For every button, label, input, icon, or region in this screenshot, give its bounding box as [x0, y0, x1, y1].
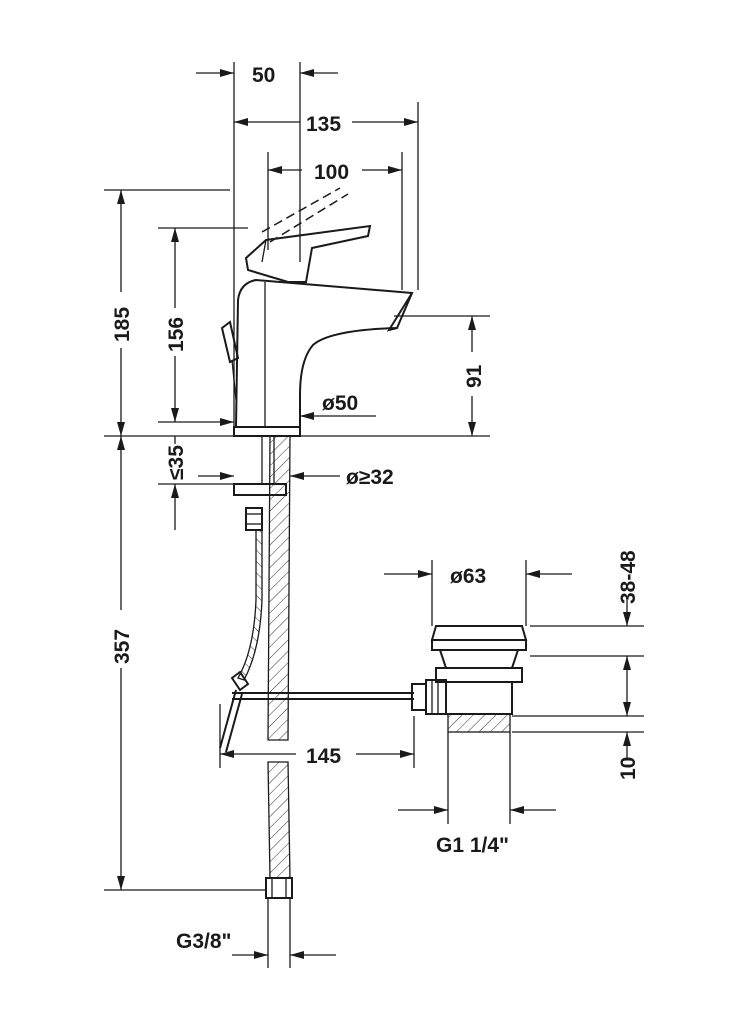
dim-dia63-label: ø63 — [450, 565, 486, 588]
faucet-body — [220, 187, 414, 437]
dim-357-label: 357 — [111, 629, 134, 664]
dim-156-label: 156 — [165, 317, 188, 352]
dim-135-label: 135 — [306, 113, 341, 136]
dimension-labels: 50 135 100 185 156 91 ø50 ≤35 ø≥32 357 ø… — [111, 64, 640, 953]
supply-hoses — [219, 435, 414, 899]
dim-91-label: 91 — [463, 364, 486, 388]
dim-145-label: 145 — [306, 745, 341, 768]
dim-185-label: 185 — [111, 307, 134, 342]
dim-10-label: 10 — [617, 757, 640, 780]
dim-3848-label: 38-48 — [617, 550, 640, 604]
dim-50-label: 50 — [252, 64, 275, 87]
dim-le35-label: ≤35 — [165, 445, 188, 480]
dim-dia32-label: ø≥32 — [346, 466, 394, 489]
dim-g114-label: G1 1/4" — [436, 834, 509, 857]
dim-100-label: 100 — [314, 161, 349, 184]
dimension-lines — [104, 62, 644, 968]
dim-dia50-label: ø50 — [322, 392, 358, 415]
drain-valve — [411, 625, 528, 733]
dim-g38-label: G3/8" — [176, 930, 231, 953]
